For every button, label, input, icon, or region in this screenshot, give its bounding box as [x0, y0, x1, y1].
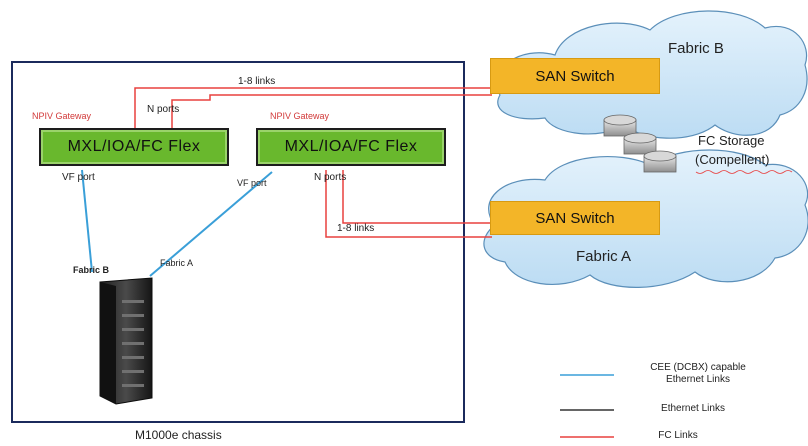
fc-link-top-inner	[171, 94, 492, 128]
links-label-bottom: 1-8 links	[337, 223, 375, 234]
m1000e-chassis	[11, 61, 465, 423]
server-fabric-a-label: Fabric A	[160, 258, 194, 268]
legend-cee-line2: Ethernet Links	[666, 374, 730, 385]
vf-port-label-1: VF port	[62, 172, 95, 183]
cee-link-fabric-b	[81, 169, 93, 273]
n-ports-label-1: N ports	[147, 104, 180, 115]
storage-disk-1	[603, 114, 637, 137]
legend-ethernet-label: Ethernet Links	[661, 403, 725, 414]
io-module-1: MXL/IOA/FC Flex	[39, 128, 229, 166]
legend-fc-label: FC Links	[658, 430, 698, 441]
fc-link-bottom-inner	[342, 170, 492, 224]
san-switch-fabric-a: SAN Switch	[490, 201, 660, 235]
npiv-gateway-label-1: NPIV Gateway	[32, 111, 92, 121]
fc-storage-label: FC Storage	[698, 133, 765, 148]
server-fabric-b-label: Fabric B	[73, 265, 110, 275]
fabric-a-label: Fabric A	[576, 248, 632, 265]
links-label-top: 1-8 links	[238, 76, 276, 87]
n-ports-label-2: N ports	[314, 172, 347, 183]
fc-link-bottom-outer	[325, 170, 492, 238]
io-module-2: MXL/IOA/FC Flex	[256, 128, 446, 166]
compellent-label: (Compellent)	[695, 152, 770, 167]
legend-cee-line1: CEE (DCBX) capable	[650, 362, 746, 373]
vf-port-label-2: VF port	[237, 178, 267, 188]
fc-link-top-outer	[134, 87, 492, 128]
chassis-title: M1000e chassis	[135, 428, 222, 442]
storage-disk-2	[623, 132, 657, 155]
npiv-gateway-label-2: NPIV Gateway	[270, 111, 330, 121]
storage-disk-3	[643, 150, 677, 173]
san-switch-fabric-b: SAN Switch	[490, 58, 660, 94]
cee-link-fabric-a	[149, 171, 273, 277]
fabric-b-label: Fabric B	[668, 40, 724, 57]
